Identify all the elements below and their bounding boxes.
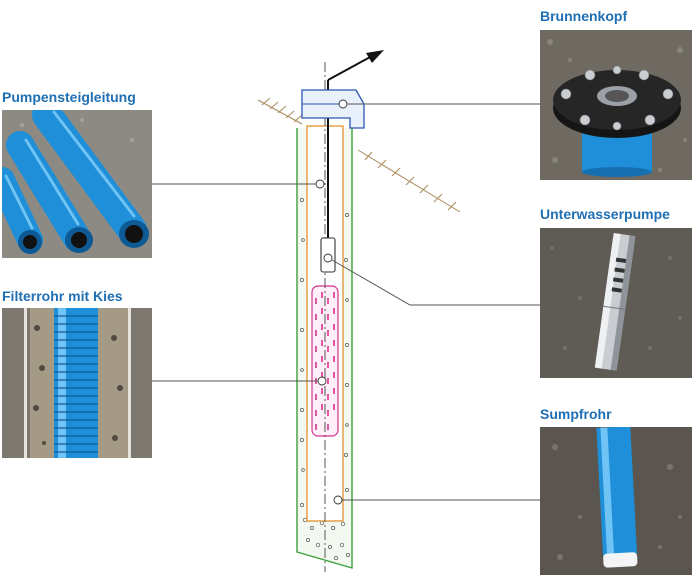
well-head — [301, 89, 365, 129]
label-filterrohr: Filterrohr mit Kies — [2, 288, 123, 304]
label-sumpfrohr: Sumpfrohr — [540, 406, 612, 422]
photo-sumpfrohr — [540, 427, 692, 575]
ground-left — [257, 97, 303, 125]
ground-right — [357, 149, 461, 213]
filter-slots — [315, 292, 335, 430]
photo-unterwasserpumpe — [540, 228, 692, 378]
label-brunnenkopf: Brunnenkopf — [540, 8, 628, 24]
callout-markers — [315, 99, 348, 505]
photo-pumpensteigleitung — [2, 110, 152, 258]
photo-brunnenkopf — [540, 30, 692, 180]
outflow-arrow-icon — [327, 50, 384, 88]
leader-lines — [152, 103, 540, 501]
gravel-fill — [300, 198, 350, 560]
label-pumpensteigleitung: Pumpensteigleitung — [2, 89, 136, 105]
label-unterwasserpumpe: Unterwasserpumpe — [540, 206, 670, 222]
photo-filterrohr — [2, 308, 152, 458]
